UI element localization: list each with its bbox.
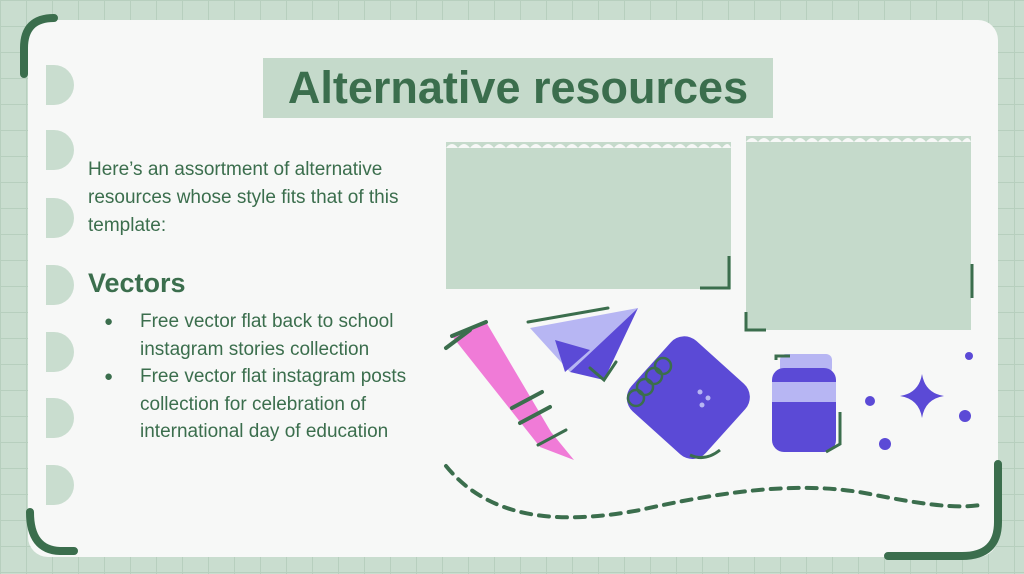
bullet-icon: ●: [104, 313, 114, 330]
dashed-path: [444, 464, 987, 520]
dot: [879, 438, 891, 450]
crayon-icon: [444, 320, 574, 460]
bullet-icon: ●: [104, 368, 114, 385]
title-highlight: Alternative resources: [263, 58, 773, 118]
vector-link[interactable]: Free vector flat back to school instagra…: [140, 311, 394, 360]
corner-bracket-bottom-left: [26, 508, 78, 555]
list-item: ● Free vector flat instagram posts colle…: [100, 363, 420, 446]
backpack-icon: [772, 354, 842, 454]
vectors-heading: Vectors: [88, 268, 186, 298]
vectors-list: ● Free vector flat back to school instag…: [100, 308, 420, 446]
list-item: ● Free vector flat back to school instag…: [100, 308, 420, 363]
dot: [965, 352, 973, 360]
notebook-icon: [626, 336, 750, 460]
corner-bracket-bottom-right: [884, 460, 1002, 560]
vector-link[interactable]: Free vector flat instagram posts collect…: [140, 366, 407, 442]
paper-plane-icon: [526, 306, 638, 383]
corner-bracket-top-left: [20, 14, 58, 78]
dot: [865, 396, 875, 406]
intro-text: Here’s an assortment of alternative reso…: [88, 159, 399, 236]
page-title: Alternative resources: [287, 62, 749, 113]
paper-note-right: [744, 136, 974, 332]
sparkle-icon: [900, 374, 944, 418]
paper-note-left: [446, 142, 731, 290]
dot: [959, 410, 971, 422]
